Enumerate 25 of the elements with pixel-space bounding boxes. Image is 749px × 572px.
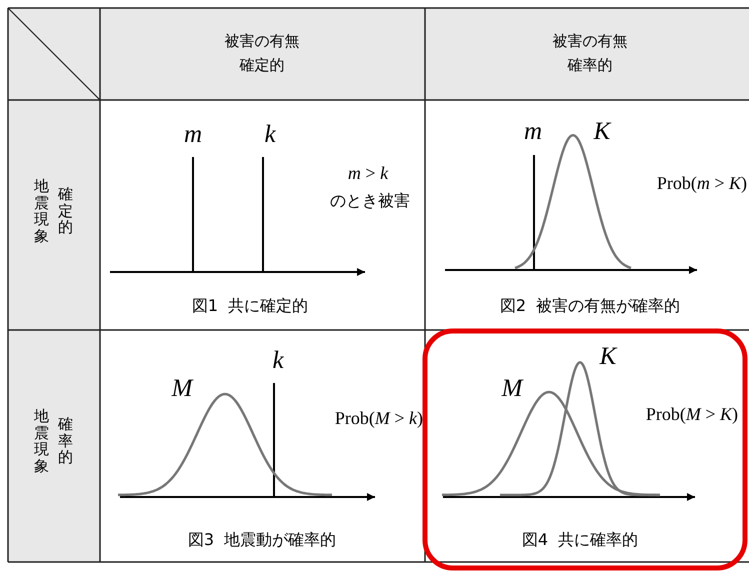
variable-label: K <box>594 117 610 147</box>
row-header-text: 確率的 <box>58 416 73 466</box>
row-header-text: 確定的 <box>58 186 73 236</box>
variable-label: M <box>172 374 192 404</box>
probability-label: Prob(M > k) <box>334 408 423 430</box>
row-header-text: 地震現象 <box>34 178 49 244</box>
condition-label: m > k <box>348 163 388 185</box>
column-header-text: 確率的 <box>568 56 612 74</box>
variable-label: K <box>600 342 616 372</box>
condition-label: のとき被害 <box>330 191 410 210</box>
variable-label: m <box>524 117 542 147</box>
variable-label: M <box>502 374 522 404</box>
variable-label: m <box>184 120 202 150</box>
column-header-text: 確定的 <box>240 56 284 74</box>
column-header-text: 被害の有無 <box>552 32 628 50</box>
row-header-text: 地震現象 <box>34 408 49 474</box>
probability-label: Prob(m > K) <box>656 173 747 195</box>
figure-caption: 図2 被害の有無が確率的 <box>500 296 680 316</box>
figure-caption: 図4 共に確率的 <box>522 530 638 550</box>
variable-label: k <box>272 346 284 376</box>
probability-label: Prob(M > K) <box>646 404 738 426</box>
figure-caption: 図3 地震動が確率的 <box>188 530 336 550</box>
variable-label: k <box>264 120 276 150</box>
column-header-text: 被害の有無 <box>224 32 300 50</box>
figure-caption: 図1 共に確定的 <box>192 296 308 316</box>
